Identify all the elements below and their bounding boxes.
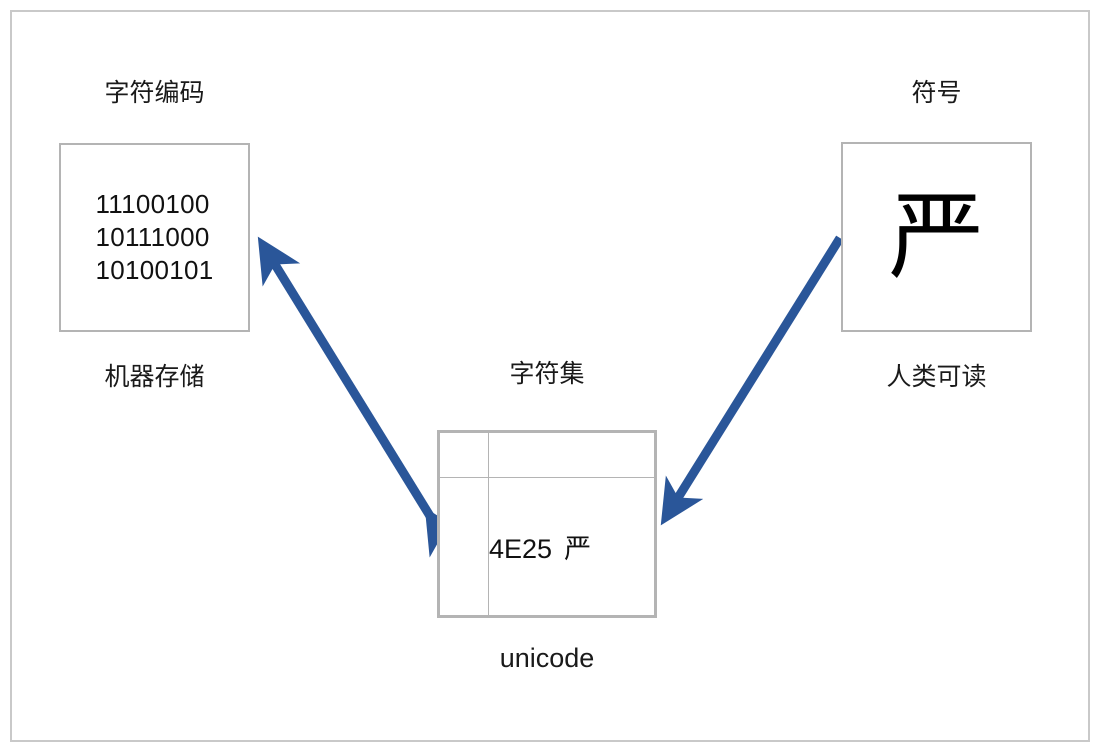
encoding-node-box: 11100100 10111000 10100101 [59, 143, 250, 332]
table-cell-codepoint: 4E25 严 [488, 477, 655, 616]
binary-byte-1: 11100100 [95, 188, 210, 219]
charset-node-subtitle: unicode [499, 643, 595, 673]
binary-byte-2: 10111000 [95, 221, 210, 252]
code-point-value: 4E25 [489, 534, 553, 564]
symbol-glyph: 严 [888, 181, 985, 293]
table-row: 4E25 严 [439, 477, 655, 616]
symbol-node-subtitle: 人类可读 [886, 363, 987, 391]
symbol-node-title: 符号 [911, 79, 962, 107]
symbol-node-box: 严 [841, 142, 1032, 332]
table-cell-empty-top-left [439, 432, 489, 478]
table-row [439, 432, 655, 478]
binary-byte-3: 10100101 [95, 255, 214, 285]
charset-node-table: 4E25 严 [437, 430, 657, 618]
binary-bytes-group: 11100100 10111000 10100101 [95, 188, 213, 287]
table-cell-empty-top-right [488, 432, 655, 478]
unicode-table: 4E25 严 [439, 432, 655, 616]
table-cell-empty-bottom-left [439, 477, 489, 616]
charset-node-title: 字符集 [509, 360, 585, 388]
encoding-node-title: 字符编码 [104, 79, 205, 107]
encoding-node-subtitle: 机器存储 [104, 363, 205, 391]
page-frame [10, 10, 1090, 742]
code-point-character: 严 [564, 534, 592, 565]
